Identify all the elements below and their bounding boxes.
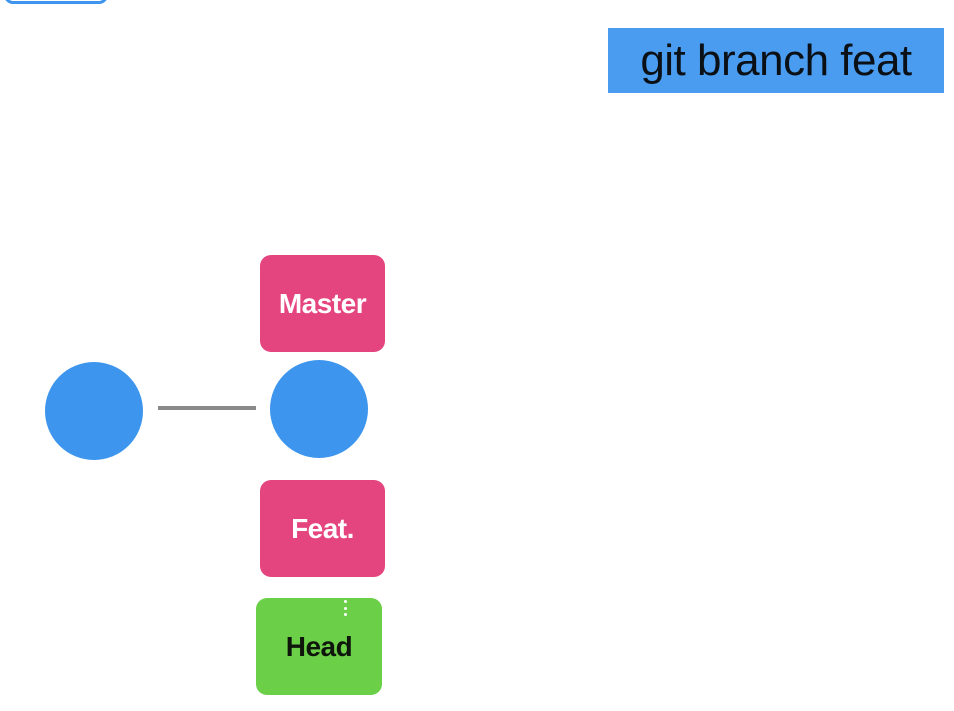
- commit-node-2[interactable]: [270, 360, 368, 458]
- branch-tag-master[interactable]: Master: [260, 255, 385, 352]
- commit-node-1[interactable]: [45, 362, 143, 460]
- head-tag[interactable]: Head: [256, 598, 382, 695]
- head-tag-label: Head: [285, 630, 353, 662]
- branch-tag-master-label: Master: [278, 287, 367, 319]
- command-label: git branch feat: [608, 28, 944, 93]
- branch-tag-feat[interactable]: Feat.: [260, 480, 385, 577]
- partial-button[interactable]: [4, 0, 108, 4]
- commit-edge: [158, 406, 256, 410]
- drag-handle-icon[interactable]: [344, 600, 348, 616]
- branch-tag-feat-label: Feat.: [291, 512, 354, 544]
